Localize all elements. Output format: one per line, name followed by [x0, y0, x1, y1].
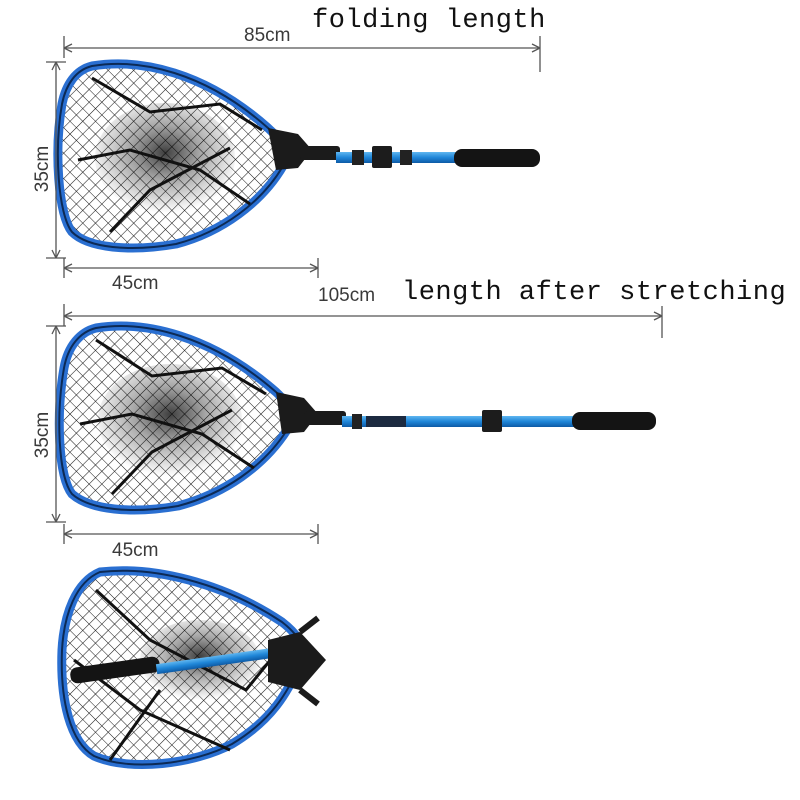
stretched-height-value: 35cm	[32, 411, 53, 459]
folded-width-value: 45cm	[112, 273, 159, 294]
stretched-length-caption: length after stretching	[402, 278, 787, 308]
folded-length-value: 85cm	[244, 25, 291, 46]
folded-height-value: 35cm	[32, 145, 53, 193]
fishing-net-folded-icon	[53, 59, 540, 253]
folded-length-caption: folding length	[312, 6, 546, 36]
stretched-width-value: 45cm	[112, 540, 159, 561]
stretched-length-value: 105cm	[318, 285, 376, 306]
fishing-net-stretched-icon	[54, 321, 656, 515]
fishing-net-collapsed-icon	[57, 566, 326, 769]
dimension-lines	[46, 36, 663, 544]
